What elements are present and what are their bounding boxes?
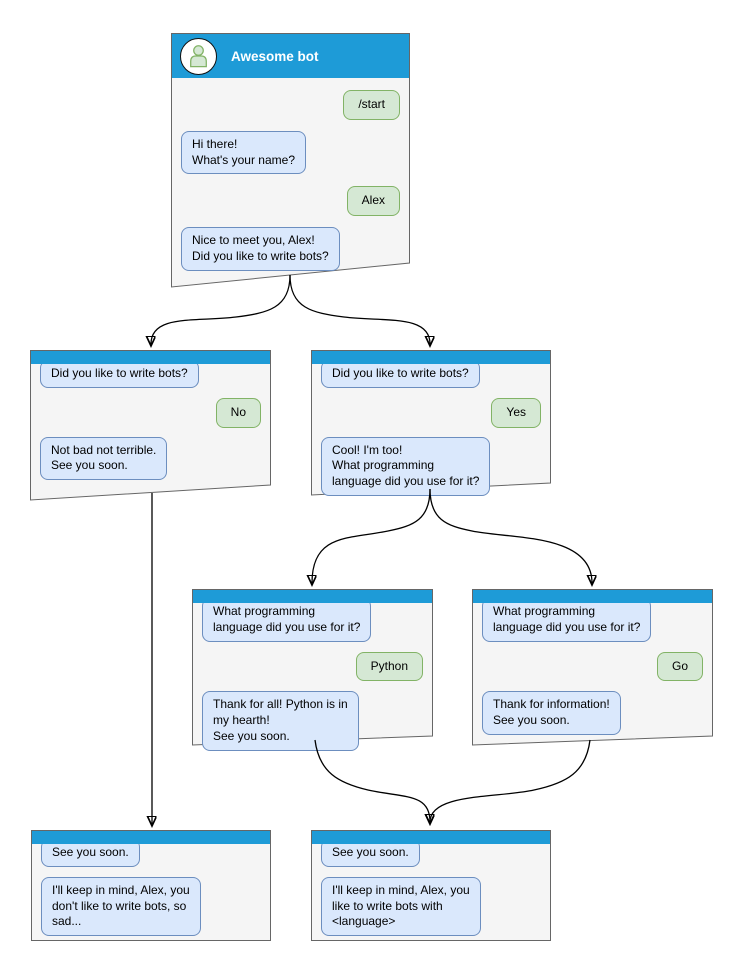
message-bubble-bot: Nice to meet you, Alex! Did you like to … <box>181 227 340 271</box>
message-bubble-bot: Cool! I'm too! What programming language… <box>321 436 491 497</box>
chat-header <box>31 351 270 364</box>
chat-window-branch-no: Did you like to write bots? No Not bad n… <box>30 350 271 501</box>
chat-window-end-no: See you soon. I'll keep in mind, Alex, y… <box>31 830 271 941</box>
message-bubble-user: /start <box>343 90 400 120</box>
chat-window-end-language: See you soon. I'll keep in mind, Alex, y… <box>311 830 551 941</box>
message-bubble-user: Yes <box>491 397 541 428</box>
chat-window-branch-python: What programming language did you use fo… <box>192 589 433 751</box>
arrow-yes-to-python <box>312 488 431 583</box>
message-bubble-user: Alex <box>346 186 400 217</box>
chat-window-branch-go: What programming language did you use fo… <box>472 589 713 746</box>
chat-header <box>473 590 712 603</box>
message-bubble-user: No <box>215 397 261 428</box>
message-bubble-bot: Hi there! What's your name? <box>181 130 307 175</box>
message-bubble-user: Go <box>656 651 703 682</box>
arrow-go-to-end <box>430 739 591 822</box>
arrow-python-to-end <box>314 739 430 822</box>
message-bubble-bot: Did you like to write bots? <box>321 360 480 388</box>
arrow-yes-to-go <box>429 488 592 583</box>
message-bubble-bot: Thank for all! Python is in my hearth! S… <box>202 691 359 751</box>
chat-header: Awesome bot <box>172 34 409 78</box>
message-bubble-bot: What programming language did you use fo… <box>482 598 652 642</box>
message-bubble-bot: What programming language did you use fo… <box>202 598 372 642</box>
chat-header <box>193 590 432 603</box>
message-bubble-bot: I'll keep in mind, Alex, you don't like … <box>41 876 201 937</box>
message-bubble-bot: Not bad not terrible. See you soon. <box>40 436 168 481</box>
avatar <box>180 37 217 75</box>
message-bubble-bot: Did you like to write bots? <box>40 360 199 388</box>
chat-header <box>32 831 270 844</box>
bot-title: Awesome bot <box>231 48 319 64</box>
message-bubble-user: Python <box>355 651 423 682</box>
chat-window-branch-yes: Did you like to write bots? Yes Cool! I'… <box>311 350 551 497</box>
message-bubble-bot: Thank for information! See you soon. <box>482 691 621 736</box>
chat-window-main: Awesome bot /start Hi there! What's your… <box>171 33 410 288</box>
message-bubble-bot: I'll keep in mind, Alex, you like to wri… <box>321 876 481 937</box>
chat-header <box>312 351 550 364</box>
chat-header <box>312 831 550 844</box>
person-icon <box>190 44 207 67</box>
